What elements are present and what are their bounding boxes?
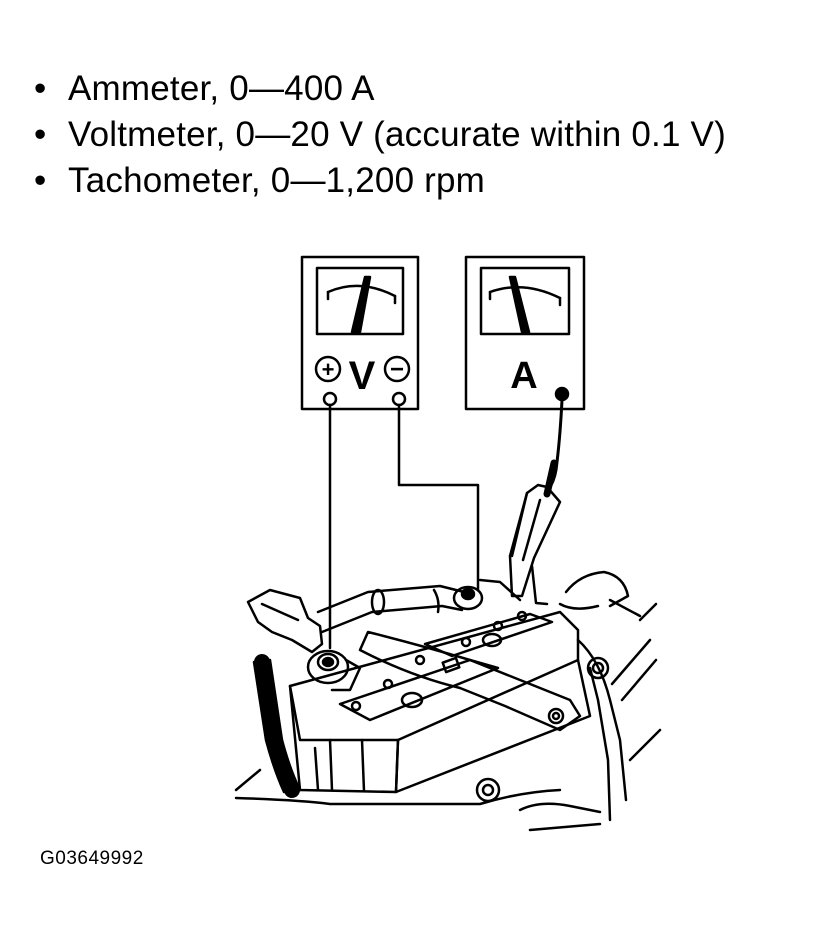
bullet-tachometer: • Tachometer, 0—1,200 rpm	[30, 158, 726, 204]
ammeter-body	[464, 255, 586, 411]
battery	[288, 610, 592, 794]
ammeter	[464, 255, 586, 411]
inductive-clamp	[508, 483, 562, 598]
battery-positive-terminal	[246, 588, 362, 692]
voltmeter-minus-icon	[383, 355, 411, 383]
ammeter-probe-terminal	[554, 386, 570, 402]
voltmeter-label: V	[349, 354, 376, 398]
bullet-text: Ammeter, 0—400 A	[68, 69, 375, 108]
voltmeter	[300, 255, 420, 411]
voltmeter-plus-icon	[314, 355, 342, 383]
instrument-list: • Ammeter, 0—400 A • Voltmeter, 0—20 V (ac…	[30, 66, 726, 204]
bullet-marker: •	[34, 161, 47, 200]
negative-cable-clip	[370, 588, 386, 616]
bullet-text: Tachometer, 0—1,200 rpm	[68, 161, 486, 200]
ammeter-label: A	[510, 355, 537, 397]
battery-negative-terminal	[452, 578, 522, 611]
engine-bay-component	[564, 570, 630, 608]
figure-code: G03649992	[40, 848, 144, 869]
voltmeter-body	[300, 255, 420, 411]
positive-cable	[254, 654, 300, 798]
bullet-voltmeter: • Voltmeter, 0—20 V (accurate within 0.1 …	[30, 112, 726, 158]
ammeter-dial-window	[479, 266, 571, 336]
bullet-marker: •	[34, 69, 47, 108]
bullet-text: Voltmeter, 0—20 V (accurate within 0.1 V…	[68, 115, 726, 154]
engine-bay-bolt	[475, 777, 501, 803]
bullet-marker: •	[34, 115, 47, 154]
ammeter-scale-arc	[488, 286, 562, 300]
battery-hold-down-bar	[358, 630, 582, 732]
voltmeter-plus-sign: +	[322, 357, 335, 382]
ammeter-needle	[508, 275, 531, 334]
voltmeter-negative-lead	[397, 403, 480, 592]
voltmeter-negative-terminal	[391, 391, 407, 407]
voltmeter-needle	[350, 275, 372, 334]
voltmeter-minus-sign: −	[390, 356, 404, 383]
voltmeter-scale-arc	[326, 284, 397, 298]
hold-down-bolt	[547, 707, 565, 725]
engine-bay-bolt	[586, 656, 610, 680]
voltmeter-dial-window	[315, 266, 405, 336]
voltmeter-positive-terminal	[322, 391, 338, 407]
bullet-ammeter: • Ammeter, 0—400 A	[30, 66, 726, 112]
